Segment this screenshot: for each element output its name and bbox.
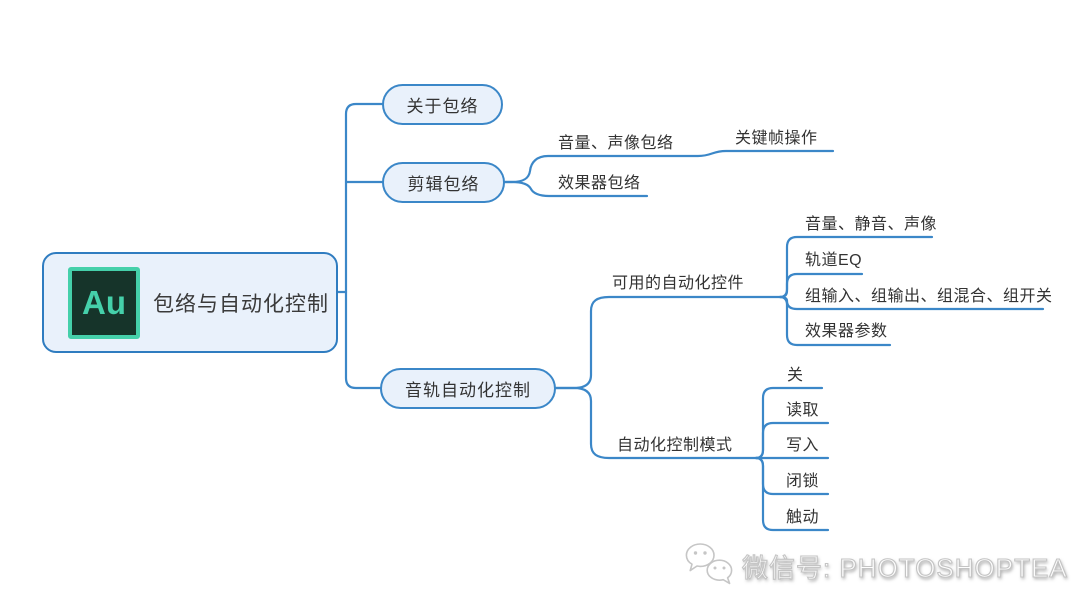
root-node[interactable]: Au 包络与自动化控制 bbox=[42, 252, 338, 353]
watermark: 微信号: PHOTOSHOPTEA bbox=[684, 542, 1068, 590]
edge-root-to-about bbox=[344, 102, 384, 294]
node-available-item-1[interactable]: 轨道EQ bbox=[805, 252, 863, 269]
node-available-item-2[interactable]: 组输入、组输出、组混合、组开关 bbox=[805, 288, 1053, 305]
node-available-item-3[interactable]: 效果器参数 bbox=[805, 323, 888, 340]
node-about-envelopes[interactable]: 关于包络 bbox=[382, 84, 503, 125]
edge-clip-to-volpan-keyframe bbox=[503, 149, 835, 184]
edge-root-to-track bbox=[344, 290, 382, 390]
audition-logo-icon: Au bbox=[68, 266, 140, 339]
node-track-automation[interactable]: 音轨自动化控制 bbox=[380, 368, 556, 409]
watermark-text: 微信号: PHOTOSHOPTEA bbox=[741, 552, 1068, 583]
node-keyframe-operations[interactable]: 关键帧操作 bbox=[735, 130, 818, 147]
node-volume-pan-envelope[interactable]: 音量、声像包络 bbox=[558, 135, 674, 152]
edge-track-to-available bbox=[554, 295, 782, 390]
node-effects-envelope[interactable]: 效果器包络 bbox=[558, 175, 641, 192]
wechat-icon bbox=[685, 543, 733, 585]
node-control-modes[interactable]: 自动化控制模式 bbox=[617, 437, 733, 454]
node-mode-item-0[interactable]: 关 bbox=[787, 367, 804, 384]
node-mode-item-3[interactable]: 闭锁 bbox=[786, 473, 820, 490]
node-available-item-0[interactable]: 音量、静音、声像 bbox=[805, 216, 938, 233]
node-mode-item-4[interactable]: 触动 bbox=[786, 509, 820, 526]
node-mode-item-1[interactable]: 读取 bbox=[786, 402, 820, 419]
node-available-controls[interactable]: 可用的自动化控件 bbox=[612, 275, 745, 292]
node-mode-item-2[interactable]: 写入 bbox=[786, 437, 820, 454]
node-clip-envelopes[interactable]: 剪辑包络 bbox=[382, 162, 505, 203]
root-title: 包络与自动化控制 bbox=[153, 292, 329, 316]
